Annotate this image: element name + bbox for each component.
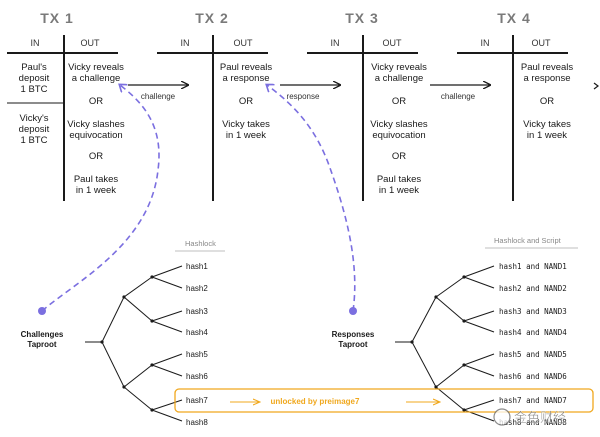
- challenges-leaf-6: hash6: [186, 372, 208, 381]
- tx3-out-line1: Vicky reveals: [371, 62, 427, 73]
- tx1-out-line4: equivocation: [69, 130, 122, 141]
- tx3-out-header: OUT: [383, 38, 403, 48]
- tx4: TX 4 IN OUT Paul reveals a response OR V…: [457, 10, 573, 201]
- dashed-arrow-challenges: [41, 85, 160, 312]
- tx1-out-line1: Vicky reveals: [68, 62, 124, 73]
- tx3-in-header: IN: [331, 38, 340, 48]
- challenges-leaf-3: hash3: [186, 307, 208, 316]
- challenges-leaf-1: hash1: [186, 262, 208, 271]
- tx2-out-or: OR: [239, 96, 253, 107]
- tx3-out-line6: in 1 week: [379, 185, 419, 196]
- tx1-in2-line3: 1 BTC: [21, 135, 48, 146]
- responses-leaf-3: hash3 and NAND3: [499, 307, 567, 316]
- challenges-leaf-2: hash2: [186, 284, 208, 293]
- challenges-leaf-4: hash4: [186, 328, 208, 337]
- responses-leaf-1: hash1 and NAND1: [499, 262, 567, 271]
- responses-leaf-2: hash2 and NAND2: [499, 284, 567, 293]
- arrow-challenge-1-label: challenge: [141, 92, 176, 101]
- tx1-in-header: IN: [31, 38, 40, 48]
- tx2: TX 2 IN OUT Paul reveals a response OR V…: [157, 10, 272, 201]
- responses-root-label-line1: Responses: [332, 330, 375, 339]
- preimage7-label: unlocked by preimage7: [271, 397, 360, 406]
- tx2-out-line2: a response: [222, 73, 269, 84]
- tx1-in1-line2: deposit: [19, 73, 50, 84]
- watermark: 金色财经: [493, 408, 566, 426]
- challenges-leaf-8: hash8: [186, 418, 208, 427]
- tx1-in2-line2: deposit: [19, 124, 50, 135]
- tx4-title: TX 4: [497, 10, 531, 26]
- responses-root-dot: [349, 307, 357, 315]
- tx4-out-line4: in 1 week: [527, 130, 567, 141]
- dashed-arrow-responses: [267, 85, 356, 312]
- watermark-text: 金色财经: [514, 410, 566, 426]
- arrow-response: response: [280, 85, 340, 101]
- challenges-leaf-7: hash7: [186, 396, 208, 405]
- challenges-root-label-line1: Challenges: [21, 330, 64, 339]
- tx1-out-line6: in 1 week: [76, 185, 116, 196]
- tx1: TX 1 IN OUT Paul's deposit 1 BTC Vicky's…: [7, 10, 125, 201]
- tx4-out-header: OUT: [532, 38, 552, 48]
- challenges-tree: Challenges Taproot Hashlock hash1: [21, 239, 225, 427]
- tx1-out-or1: OR: [89, 96, 103, 107]
- responses-tree: Responses Taproot Hashlock and Script: [332, 236, 578, 427]
- challenges-root-dot: [38, 307, 46, 315]
- tx1-in2-line1: Vicky's: [19, 113, 48, 124]
- tx1-out-or2: OR: [89, 151, 103, 162]
- tx3-out-line4: equivocation: [372, 130, 425, 141]
- responses-leaf-5: hash5 and NAND5: [499, 350, 567, 359]
- arrow-challenge-2: challenge: [430, 85, 490, 101]
- responses-leaf-4: hash4 and NAND4: [499, 328, 567, 337]
- tx1-title: TX 1: [40, 10, 74, 26]
- arrow-response-label: response: [287, 92, 320, 101]
- responses-tree-header: Hashlock and Script: [494, 236, 562, 245]
- tx2-out-line1: Paul reveals: [220, 62, 273, 73]
- tx3-out-or2: OR: [392, 151, 406, 162]
- tx2-out-line3: Vicky takes: [222, 119, 270, 130]
- tx2-out-line4: in 1 week: [226, 130, 266, 141]
- tx1-out-line3: Vicky slashes: [67, 119, 125, 130]
- tx1-out-line5: Paul takes: [74, 174, 119, 185]
- challenges-root-label-line2: Taproot: [27, 340, 57, 349]
- tx1-in1-line1: Paul's: [21, 62, 47, 73]
- tx4-out-line2: a response: [523, 73, 570, 84]
- tx1-out-line2: a challenge: [72, 73, 121, 84]
- responses-leaf-8: hash8 and NAND8: [499, 418, 567, 427]
- tx3-out-or1: OR: [392, 96, 406, 107]
- responses-root-label-line2: Taproot: [338, 340, 368, 349]
- tx2-title: TX 2: [195, 10, 229, 26]
- arrow-challenge-1: challenge: [128, 85, 188, 101]
- arrow-challenge-2-label: challenge: [441, 92, 476, 101]
- tx4-out-or: OR: [540, 96, 554, 107]
- challenges-tree-header: Hashlock: [185, 239, 216, 248]
- challenges-leaf-5: hash5: [186, 350, 208, 359]
- tx4-out-line1: Paul reveals: [521, 62, 574, 73]
- preimage7-highlight-box: [174, 388, 594, 413]
- tx4-in-header: IN: [481, 38, 490, 48]
- tx3-title: TX 3: [345, 10, 379, 26]
- tx3-out-line2: a challenge: [375, 73, 424, 84]
- watermark-logo-icon: [493, 408, 511, 426]
- tx3: TX 3 IN OUT Vicky reveals a challenge OR…: [307, 10, 428, 201]
- tx1-out-header: OUT: [81, 38, 101, 48]
- tx3-out-line5: Paul takes: [377, 174, 422, 185]
- tx4-out-line3: Vicky takes: [523, 119, 571, 130]
- preimage7-highlight: unlocked by preimage7: [174, 388, 594, 413]
- tx1-in1-line3: 1 BTC: [21, 84, 48, 95]
- tx2-in-header: IN: [181, 38, 190, 48]
- arrow-continuation: [593, 82, 599, 90]
- tx2-out-header: OUT: [234, 38, 254, 48]
- responses-leaf-7: hash7 and NAND7: [499, 396, 567, 405]
- responses-leaf-6: hash6 and NAND6: [499, 372, 567, 381]
- tx3-out-line3: Vicky slashes: [370, 119, 428, 130]
